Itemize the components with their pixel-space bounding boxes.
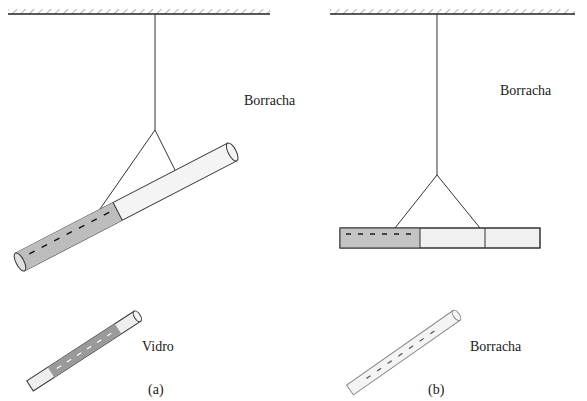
part-label: Borracha	[470, 340, 521, 354]
charge-mark	[79, 225, 84, 228]
charge-mark	[430, 331, 434, 334]
glass-rod	[27, 310, 143, 391]
ceiling	[330, 9, 575, 14]
charge-mark	[406, 233, 411, 234]
charge-mark	[97, 340, 101, 343]
charge-mark	[366, 376, 370, 379]
charge-mark	[54, 238, 59, 241]
charge-mark	[29, 251, 34, 254]
charge-mark	[358, 233, 363, 234]
charge-mark	[409, 346, 413, 349]
rubber-rod	[340, 228, 540, 248]
panel-label: (a)	[148, 383, 164, 397]
part-label: Borracha	[244, 94, 295, 108]
charge-mark	[346, 233, 351, 234]
charge-mark	[87, 346, 91, 349]
rubber-rod	[12, 141, 240, 272]
charge-mark	[67, 232, 72, 235]
panel-label: (b)	[428, 383, 444, 397]
charge-mark	[91, 219, 96, 222]
charge-mark	[104, 212, 109, 215]
charge-mark	[77, 353, 81, 356]
charge-mark	[42, 245, 47, 248]
charge-mark	[107, 333, 111, 336]
charge-mark	[388, 361, 392, 364]
rubber-rod	[347, 309, 463, 395]
charge-mark	[398, 353, 402, 356]
thread	[395, 14, 480, 228]
part-label: Vidro	[142, 340, 174, 354]
charge-mark	[67, 359, 71, 362]
charge-mark	[394, 233, 399, 234]
part-label: Borracha	[500, 84, 551, 98]
ceiling	[8, 9, 270, 14]
charge-mark	[420, 338, 424, 341]
charge-mark	[382, 233, 387, 234]
charge-mark	[57, 366, 61, 369]
charge-mark	[370, 233, 375, 234]
charge-mark	[377, 368, 381, 371]
